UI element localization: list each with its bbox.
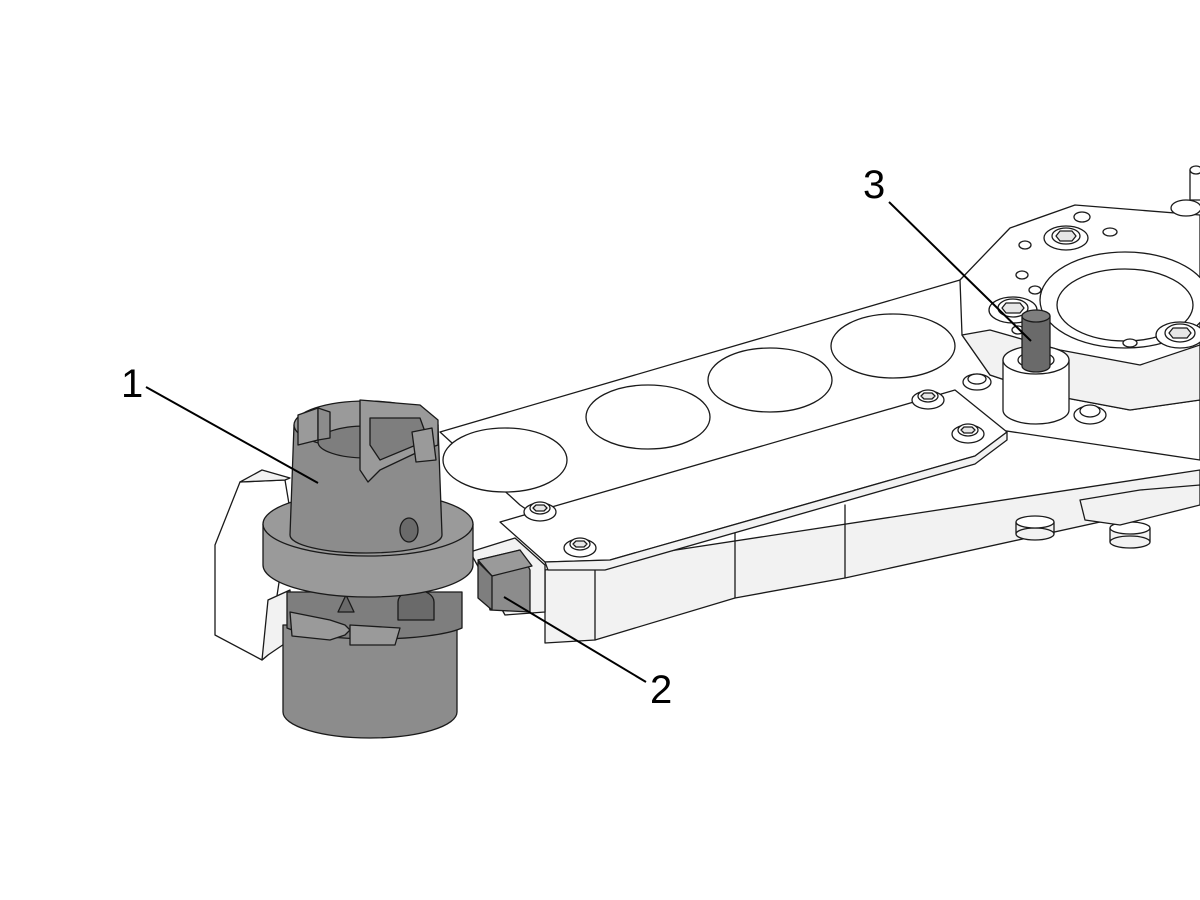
leader-line-1: [145, 386, 319, 484]
gripper-block: [469, 537, 546, 616]
callout-2-number: 2: [650, 668, 672, 712]
callout-3: 3: [863, 163, 1032, 342]
pocket-2: [585, 384, 711, 450]
carousel-arm: [439, 165, 1200, 644]
leader-line-2: [503, 596, 647, 683]
tool-holder: [214, 399, 474, 739]
callout-1: 1: [121, 362, 319, 484]
underside-bolt-1: [1015, 515, 1055, 541]
callout-3-number: 3: [863, 163, 885, 207]
plate-screw-2: [563, 537, 597, 558]
hub-screw-3: [1155, 321, 1200, 349]
plate-screw-5: [962, 373, 992, 391]
hub-screw-1: [1043, 225, 1089, 251]
callout-2: 2: [503, 596, 672, 712]
plate-screw-3: [911, 389, 945, 410]
leader-line-3: [888, 201, 1032, 342]
pocket-4: [830, 313, 956, 379]
cover-plate: [499, 373, 1107, 571]
locating-pin: [1002, 309, 1070, 425]
plate-screw-6: [1073, 404, 1107, 425]
pocket-3: [707, 347, 833, 413]
pocket-1: [442, 427, 568, 493]
underside-bolt-2: [1109, 521, 1151, 549]
plate-screw-4: [951, 423, 985, 444]
plate-screw-1: [523, 501, 557, 522]
callout-1-number: 1: [121, 362, 143, 406]
